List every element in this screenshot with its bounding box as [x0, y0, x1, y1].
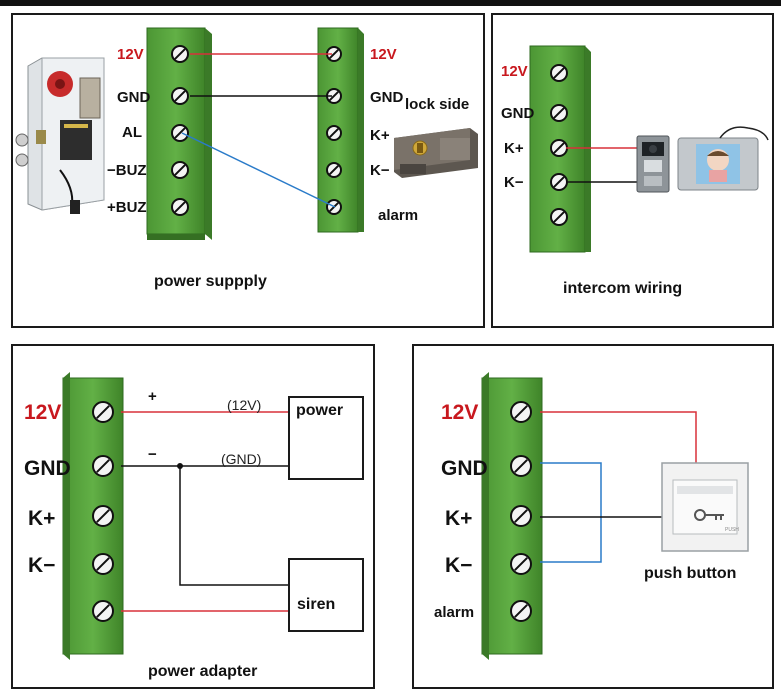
note-gnd: (GND) — [221, 451, 262, 467]
pa-screw-3 — [92, 553, 114, 575]
ps-label-al: AL — [122, 124, 142, 141]
ps-screw-3 — [171, 161, 189, 179]
pa-screw-1 — [92, 455, 114, 477]
lock-screw-3 — [326, 162, 342, 178]
pa-label-gnd: GND — [24, 457, 71, 480]
siren-box-label: siren — [297, 596, 336, 613]
plus-label: + — [148, 388, 157, 405]
pb-screw-4 — [510, 600, 532, 622]
pb-label-gnd: GND — [441, 457, 488, 480]
power-supply-box-icon — [15, 57, 105, 214]
ps-label-minus-buz: −BUZ — [107, 162, 147, 179]
siren-box: siren — [288, 558, 364, 632]
note-12v: (12V) — [227, 397, 262, 413]
lock-side-label: lock side — [405, 96, 470, 113]
intercom-title: intercom wiring — [563, 280, 683, 297]
lock-screw-2 — [326, 125, 342, 141]
lock-label-12v: 12V — [370, 46, 397, 63]
ic-label-gnd: GND — [501, 105, 535, 122]
ps-screw-0 — [171, 45, 189, 63]
ic-screw-3 — [550, 173, 568, 191]
wire-siren-gnd — [179, 466, 288, 586]
push-button-title: push button — [644, 565, 737, 582]
power-adapter-title: power adapter — [148, 663, 258, 680]
pb-label-12v: 12V — [441, 401, 479, 424]
ps-label-gnd: GND — [117, 89, 151, 106]
pb-screw-2 — [510, 505, 532, 527]
wire-alarm — [181, 132, 336, 208]
pa-screw-0 — [92, 401, 114, 423]
ic-screw-2 — [550, 139, 568, 157]
intercom-monitor-icon — [636, 126, 769, 193]
power-supply-title: power suppply — [154, 273, 267, 290]
pb-screw-0 — [510, 401, 532, 423]
key-icon — [694, 509, 724, 521]
wire-button-12v — [540, 411, 697, 463]
ic-screw-4 — [550, 208, 568, 226]
pb-screw-3 — [510, 553, 532, 575]
lock-label-gnd: GND — [370, 89, 404, 106]
ic-label-12v: 12V — [501, 63, 528, 80]
ps-screw-2 — [171, 124, 189, 142]
ps-screw-4 — [171, 198, 189, 216]
minus-label: − — [148, 446, 157, 463]
pa-label-kminus: K− — [28, 554, 56, 577]
pb-alarm-label: alarm — [434, 604, 475, 621]
ps-label-plus-buz: +BUZ — [107, 199, 147, 216]
power-box: power — [288, 396, 364, 480]
lock-label-kminus: K− — [370, 162, 390, 179]
ps-label-12v: 12V — [117, 46, 144, 63]
pa-screw-4 — [92, 600, 114, 622]
ic-screw-1 — [550, 104, 568, 122]
ic-label-kplus: K+ — [504, 140, 524, 157]
power-box-label: power — [296, 402, 344, 419]
pa-label-kplus: K+ — [28, 507, 56, 530]
alarm-label: alarm — [378, 207, 419, 224]
lock-label-kplus: K+ — [370, 127, 390, 144]
pb-screw-1 — [510, 455, 532, 477]
pa-screw-2 — [92, 505, 114, 527]
door-lock-icon — [394, 128, 478, 178]
ic-screw-0 — [550, 64, 568, 82]
ps-screw-1 — [171, 87, 189, 105]
ic-label-kminus: K− — [504, 174, 524, 191]
push-button-icon — [661, 462, 749, 552]
pb-label-kplus: K+ — [445, 507, 473, 530]
top-border — [0, 0, 781, 6]
pb-label-kminus: K− — [445, 554, 473, 577]
push-text: PUSH — [725, 527, 739, 533]
pa-label-12v: 12V — [24, 401, 62, 424]
wire-gnd-kminus — [540, 462, 602, 563]
